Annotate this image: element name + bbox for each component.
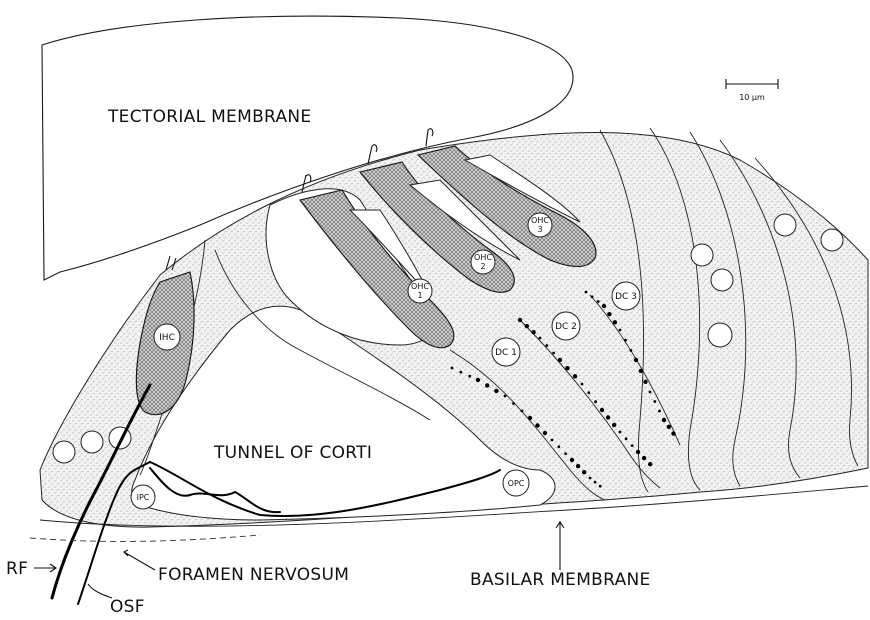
ohc3-stereocilia	[426, 129, 433, 146]
ohc3-label-top: OHC	[531, 216, 549, 225]
nerve-terminal-dot	[451, 367, 454, 370]
nerve-terminal-dot	[512, 402, 515, 405]
nerve-terminal-dot	[662, 418, 666, 422]
dc3-label: DC 3	[615, 292, 637, 302]
nerve-terminal-dot	[649, 391, 652, 394]
nerve-terminal-dot	[597, 300, 600, 303]
nerve-terminal-dot	[630, 349, 633, 352]
nerve-terminal-dot	[582, 470, 586, 474]
nerve-terminal-dot	[535, 423, 539, 427]
dc2-label: DC 2	[555, 322, 577, 332]
nucleus-left-1	[53, 441, 75, 463]
nerve-terminal-dot	[581, 383, 584, 386]
nucleus-outer-1	[691, 244, 713, 266]
ohc3-label-num: 3	[537, 225, 542, 234]
dc1-label: DC 1	[495, 348, 517, 358]
nerve-terminal-dot	[606, 415, 610, 419]
nerve-terminal-dot	[613, 320, 617, 324]
nerve-terminal-dot	[607, 312, 611, 316]
ohc1-label-num: 1	[417, 291, 422, 300]
nerve-terminal-dot	[564, 452, 567, 455]
scale-bar-label: 10 µm	[739, 93, 765, 102]
nerve-terminal-dot	[589, 477, 592, 480]
nerve-terminal-dot	[552, 352, 555, 355]
nerve-terminal-dot	[594, 481, 597, 484]
ihc-label: IHC	[159, 333, 175, 343]
nerve-terminal-dot	[485, 383, 489, 387]
nerve-terminal-dot	[557, 445, 560, 448]
nucleus-outer-2	[711, 269, 733, 291]
nerve-terminal-dot	[636, 450, 640, 454]
opc-label: OPC	[508, 479, 525, 488]
nerve-terminal-dot	[658, 410, 661, 413]
nerve-terminal-dot	[671, 431, 675, 435]
nerve-terminal-dot	[539, 337, 542, 340]
nucleus-left-2	[81, 431, 103, 453]
label-tunnel-of-corti: TUNNEL OF CORTI	[213, 443, 372, 463]
nerve-terminal-dot	[558, 358, 562, 362]
osf-arrow	[88, 584, 112, 598]
nerve-terminal-dot	[667, 425, 671, 429]
label-osf: OSF	[110, 597, 145, 617]
nerve-terminal-dot	[625, 437, 628, 440]
nerve-terminal-dot	[642, 456, 646, 460]
nerve-terminal-dot	[573, 374, 577, 378]
nerve-terminal-dot	[518, 318, 522, 322]
nerve-terminal-dot	[619, 329, 622, 332]
nerve-terminal-dot	[504, 395, 507, 398]
nerve-terminal-dot	[476, 378, 480, 382]
nucleus-outer-5	[821, 229, 843, 251]
nerve-terminal-dot	[631, 444, 634, 447]
nerve-terminal-dot	[600, 408, 604, 412]
basilar-arrow	[556, 522, 564, 570]
nerve-terminal-dot	[545, 344, 548, 347]
nerve-terminal-dot	[551, 439, 554, 442]
nerve-terminal-dot	[570, 458, 574, 462]
nerve-terminal-dot	[576, 464, 580, 468]
nerve-terminal-dot	[531, 330, 535, 334]
nerve-terminal-dot	[643, 380, 647, 384]
nerve-terminal-dot	[525, 324, 529, 328]
nerve-terminal-dot	[653, 400, 656, 403]
ipc-label: IPC	[137, 493, 150, 502]
ohc2-label-top: OHC	[474, 253, 492, 262]
nerve-terminal-dot	[494, 389, 498, 393]
nerve-terminal-dot	[602, 304, 606, 308]
label-rf: RF	[6, 559, 28, 579]
nerve-terminal-dot	[591, 295, 594, 298]
nucleus-outer-3	[708, 323, 732, 347]
ohc2-label-num: 2	[480, 262, 485, 271]
nerve-terminal-dot	[521, 410, 524, 413]
nerve-terminal-dot	[585, 291, 588, 294]
foramen-dashed-line	[30, 535, 260, 541]
ohc1-label-top: OHC	[411, 282, 429, 291]
label-basilar-membrane: BASILAR MEMBRANE	[470, 570, 651, 590]
foramen-arrow	[124, 550, 155, 570]
nerve-terminal-dot	[587, 391, 590, 394]
nerve-terminal-dot	[565, 366, 569, 370]
nerve-terminal-dot	[594, 400, 597, 403]
nerve-terminal-dot	[639, 369, 643, 373]
nerve-terminal-dot	[528, 416, 532, 420]
nucleus-outer-4	[774, 214, 796, 236]
nerve-terminal-dot	[624, 339, 627, 342]
nerve-terminal-dot	[459, 371, 462, 374]
nerve-terminal-dot	[599, 485, 602, 488]
nerve-terminal-dot	[634, 358, 638, 362]
label-foramen-nervosum: FORAMEN NERVOSUM	[158, 565, 349, 585]
nerve-terminal-dot	[468, 375, 471, 378]
nerve-terminal-dot	[619, 431, 622, 434]
nerve-terminal-dot	[543, 431, 547, 435]
rf-arrow	[34, 564, 56, 572]
scale-bar	[726, 79, 778, 89]
nerve-terminal-dot	[648, 462, 652, 466]
nerve-terminal-dot	[612, 423, 616, 427]
label-tectorial-membrane: TECTORIAL MEMBRANE	[107, 107, 311, 127]
